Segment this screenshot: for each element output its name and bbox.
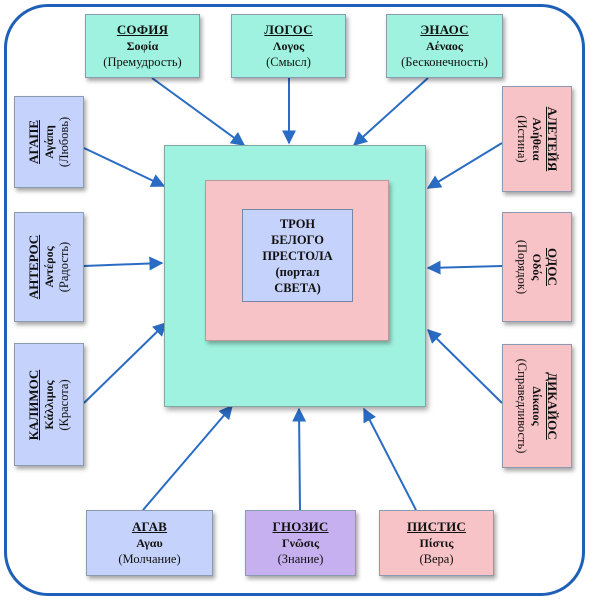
arrow-enaos — [352, 77, 429, 146]
box-meaning: (Знание) — [277, 552, 324, 566]
box-greek: Λογος — [272, 39, 305, 53]
box-name: АГАПЕ — [26, 119, 41, 165]
box-name: АЛЕТЕЙЯ — [545, 106, 560, 172]
box-anteros: АНТЕРОС Αντέρος (Радость) — [14, 212, 84, 322]
box-greek: Δίκαιος — [530, 386, 544, 426]
box-name: АГАВ — [131, 519, 168, 534]
arrow-dikaios — [427, 329, 503, 404]
box-logos: ЛОГОС Λογος (Смысл) — [231, 14, 346, 78]
box-name: ЛОГОС — [264, 22, 313, 37]
box-meaning: (Радость) — [57, 241, 71, 293]
box-greek: Αγάπη — [42, 125, 56, 159]
arrow-sofia — [151, 77, 246, 146]
box-meaning: (Молчание) — [118, 552, 181, 566]
box-aleteia: АЛЕТЕЙЯ Αλήθεια (Истина) — [502, 86, 572, 192]
arrow-anteros — [83, 256, 164, 271]
box-greek: Αέναος — [426, 39, 463, 53]
box-meaning: (Красота) — [57, 378, 71, 431]
box-meaning: (Любовь) — [57, 116, 71, 168]
box-greek: Κάλλιμος — [42, 379, 56, 430]
box-name: ГНОЗИС — [272, 519, 329, 534]
box-greek: Αλήθεια — [530, 117, 544, 161]
arrow-agape — [83, 147, 166, 187]
box-sofia: СОФИЯ Σοφία (Премудрость) — [85, 14, 200, 78]
box-name: ДИКАЙОС — [545, 372, 560, 440]
box-name: ПИСТИС — [407, 519, 466, 534]
arrow-aleteia — [426, 142, 503, 189]
arrow-odos — [426, 260, 503, 275]
box-kalimos: КАЛИМОС Κάλλιμος (Красота) — [14, 343, 84, 466]
box-meaning: (Премудрость) — [103, 55, 182, 69]
box-meaning: (Вера) — [419, 552, 454, 566]
box-meaning: (Справедливость) — [515, 358, 529, 454]
box-meaning: (Бесконечность) — [401, 55, 488, 69]
box-enaos: ЭНАОС Αέναος (Бесконечность) — [386, 14, 503, 78]
arrow-pistis — [363, 407, 417, 511]
box-greek: Οδός — [530, 253, 544, 281]
arrow-gnosis — [292, 407, 307, 511]
box-name: АНТЕРОС — [26, 234, 41, 300]
box-dikaios: ДИКАЙОС Δίκαιος (Справедливость) — [502, 344, 572, 468]
arrow-agav — [142, 404, 233, 511]
box-agape: АГАПЕ Αγάπη (Любовь) — [14, 96, 84, 188]
box-agav: АГАВ Αγαυ (Молчание) — [86, 510, 213, 576]
box-meaning: (Смысл) — [266, 55, 311, 69]
box-greek: Γνῶσις — [281, 536, 320, 550]
rounded-frame — [4, 4, 585, 596]
box-greek: Πίστις — [419, 536, 454, 550]
arrow-kalimos — [83, 322, 168, 404]
box-name: КАЛИМОС — [26, 369, 41, 440]
box-name: СОФИЯ — [116, 22, 169, 37]
box-name: ОДОС — [545, 247, 560, 287]
box-greek: Αντέρος — [42, 246, 56, 288]
box-name: ЭНАОС — [420, 22, 469, 37]
box-meaning: (Порядок) — [515, 239, 529, 295]
box-pistis: ПИСТИС Πίστις (Вера) — [379, 510, 494, 576]
box-greek: Αγαυ — [136, 536, 163, 550]
throne-box: ТРОН БЕЛОГО ПРЕСТОЛА (портал СВЕТА) — [242, 209, 353, 302]
box-greek: Σοφία — [126, 39, 159, 53]
box-gnosis: ГНОЗИС Γνῶσις (Знание) — [245, 510, 356, 576]
box-odos: ОДОС Οδός (Порядок) — [502, 212, 572, 322]
box-meaning: (Истина) — [515, 115, 529, 163]
